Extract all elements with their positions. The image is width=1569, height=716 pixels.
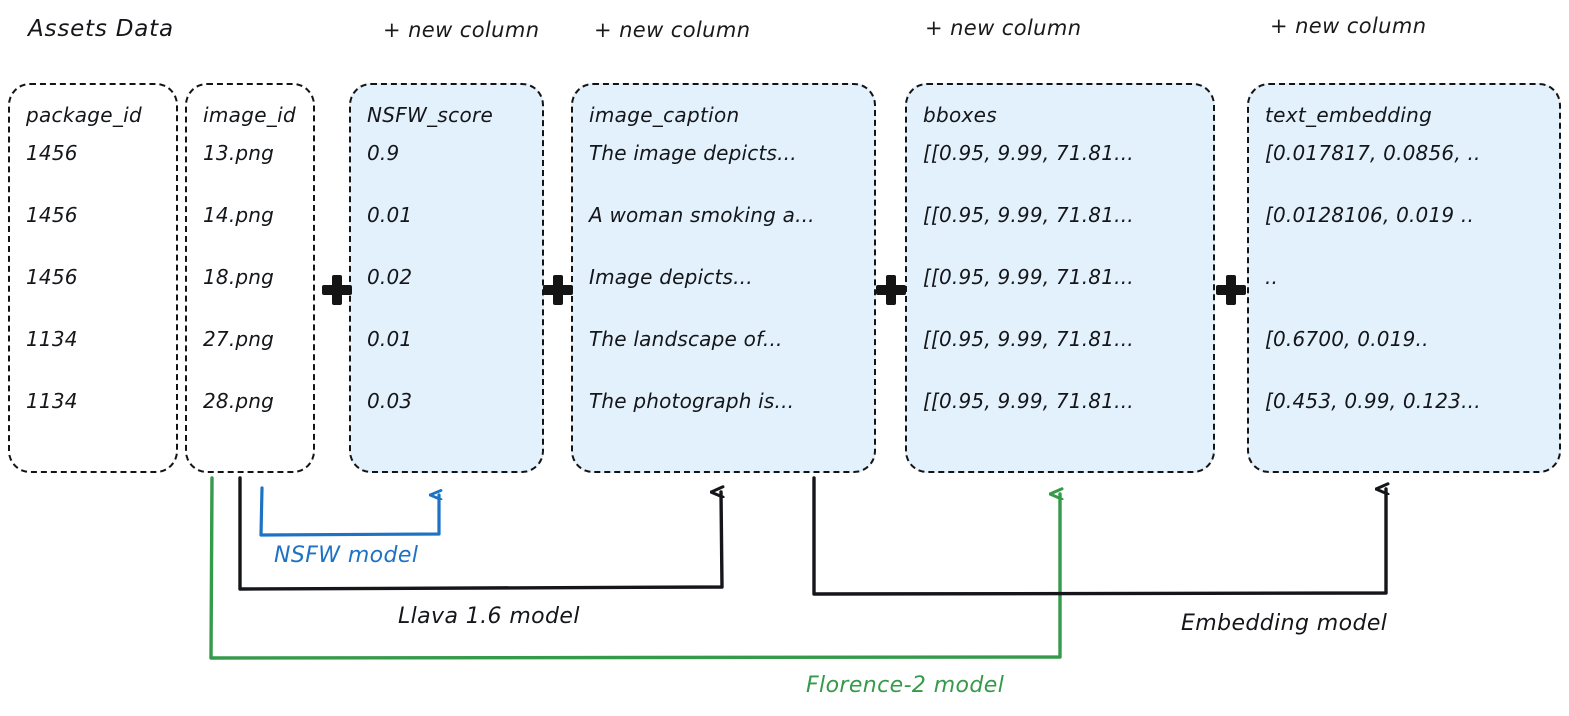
cell-text_embedding-2: [0.0128106, 0.019 .. [1265, 203, 1474, 227]
llava-model-connector [238, 476, 722, 591]
column-card-NSFW_score[interactable]: NSFW_score 0.9 0.01 0.02 0.01 0.03 [349, 83, 544, 473]
cell-image_caption-4: The landscape of... [589, 327, 783, 351]
cell-image_caption-1: The image depicts... [589, 141, 797, 165]
plus-separator-1 [322, 275, 352, 305]
cell-image_caption-5: The photograph is... [589, 389, 795, 413]
cell-image_caption-2: A woman smoking a... [589, 203, 815, 227]
column-header-image_caption: image_caption [589, 103, 740, 127]
cell-text_embedding-3: .. [1265, 265, 1279, 289]
column-header-NSFW_score: NSFW_score [367, 103, 494, 127]
cell-package_id-2: 1456 [26, 203, 78, 227]
column-header-text_embedding: text_embedding [1265, 103, 1433, 127]
cell-package_id-1: 1456 [26, 141, 78, 165]
nsfw-model-label: NSFW model [274, 543, 419, 568]
cell-package_id-3: 1456 [26, 265, 78, 289]
cell-bboxes-5: [[0.95, 9.99, 71.81... [923, 389, 1134, 413]
column-header-image_id: image_id [203, 103, 296, 127]
florence-model-connector [209, 476, 1060, 660]
cell-image_caption-3: Image depicts... [589, 265, 753, 289]
llava-model-label: Llava 1.6 model [398, 604, 580, 629]
cell-NSFW_score-5: 0.03 [367, 389, 413, 413]
cell-image_id-4: 27.png [203, 327, 275, 351]
cell-NSFW_score-4: 0.01 [367, 327, 413, 351]
plus-separator-2 [543, 275, 573, 305]
cell-text_embedding-4: [0.6700, 0.019.. [1265, 327, 1429, 351]
cell-package_id-4: 1134 [26, 327, 78, 351]
column-header-package_id: package_id [26, 103, 143, 127]
new-column-label-1: + new column [383, 18, 540, 42]
column-card-text_embedding[interactable]: text_embedding [0.017817, 0.0856, .. [0.01… [1247, 83, 1561, 473]
embedding-model-label: Embedding model [1181, 611, 1388, 636]
nsfw-model-connector [259, 486, 439, 537]
cell-bboxes-2: [[0.95, 9.99, 71.81... [923, 203, 1134, 227]
new-column-label-2: + new column [594, 18, 751, 42]
cell-package_id-5: 1134 [26, 389, 78, 413]
cell-bboxes-4: [[0.95, 9.99, 71.81... [923, 327, 1134, 351]
cell-text_embedding-5: [0.453, 0.99, 0.123... [1265, 389, 1481, 413]
cell-bboxes-3: [[0.95, 9.99, 71.81... [923, 265, 1134, 289]
column-card-package_id[interactable]: package_id 1456 1456 1456 1134 1134 [8, 83, 178, 473]
embedding-model-connector [812, 476, 1386, 596]
plus-separator-3 [876, 275, 906, 305]
cell-NSFW_score-3: 0.02 [367, 265, 413, 289]
plus-separator-4 [1216, 275, 1246, 305]
cell-bboxes-1: [[0.95, 9.99, 71.81... [923, 141, 1134, 165]
cell-NSFW_score-1: 0.9 [367, 141, 400, 165]
cell-image_id-3: 18.png [203, 265, 275, 289]
cell-image_id-1: 13.png [203, 141, 275, 165]
cell-image_id-2: 14.png [203, 203, 275, 227]
column-header-bboxes: bboxes [923, 103, 997, 127]
column-card-bboxes[interactable]: bboxes [[0.95, 9.99, 71.81... [[0.95, 9.99… [905, 83, 1215, 473]
new-column-label-4: + new column [1270, 14, 1427, 38]
cell-image_id-5: 28.png [203, 389, 275, 413]
cell-text_embedding-1: [0.017817, 0.0856, .. [1265, 141, 1481, 165]
page-title: Assets Data [28, 16, 174, 42]
cell-NSFW_score-2: 0.01 [367, 203, 413, 227]
new-column-label-3: + new column [925, 16, 1082, 40]
florence-model-label: Florence-2 model [806, 673, 1005, 698]
column-card-image_id[interactable]: image_id 13.png 14.png 18.png 27.png 28.png [185, 83, 315, 473]
